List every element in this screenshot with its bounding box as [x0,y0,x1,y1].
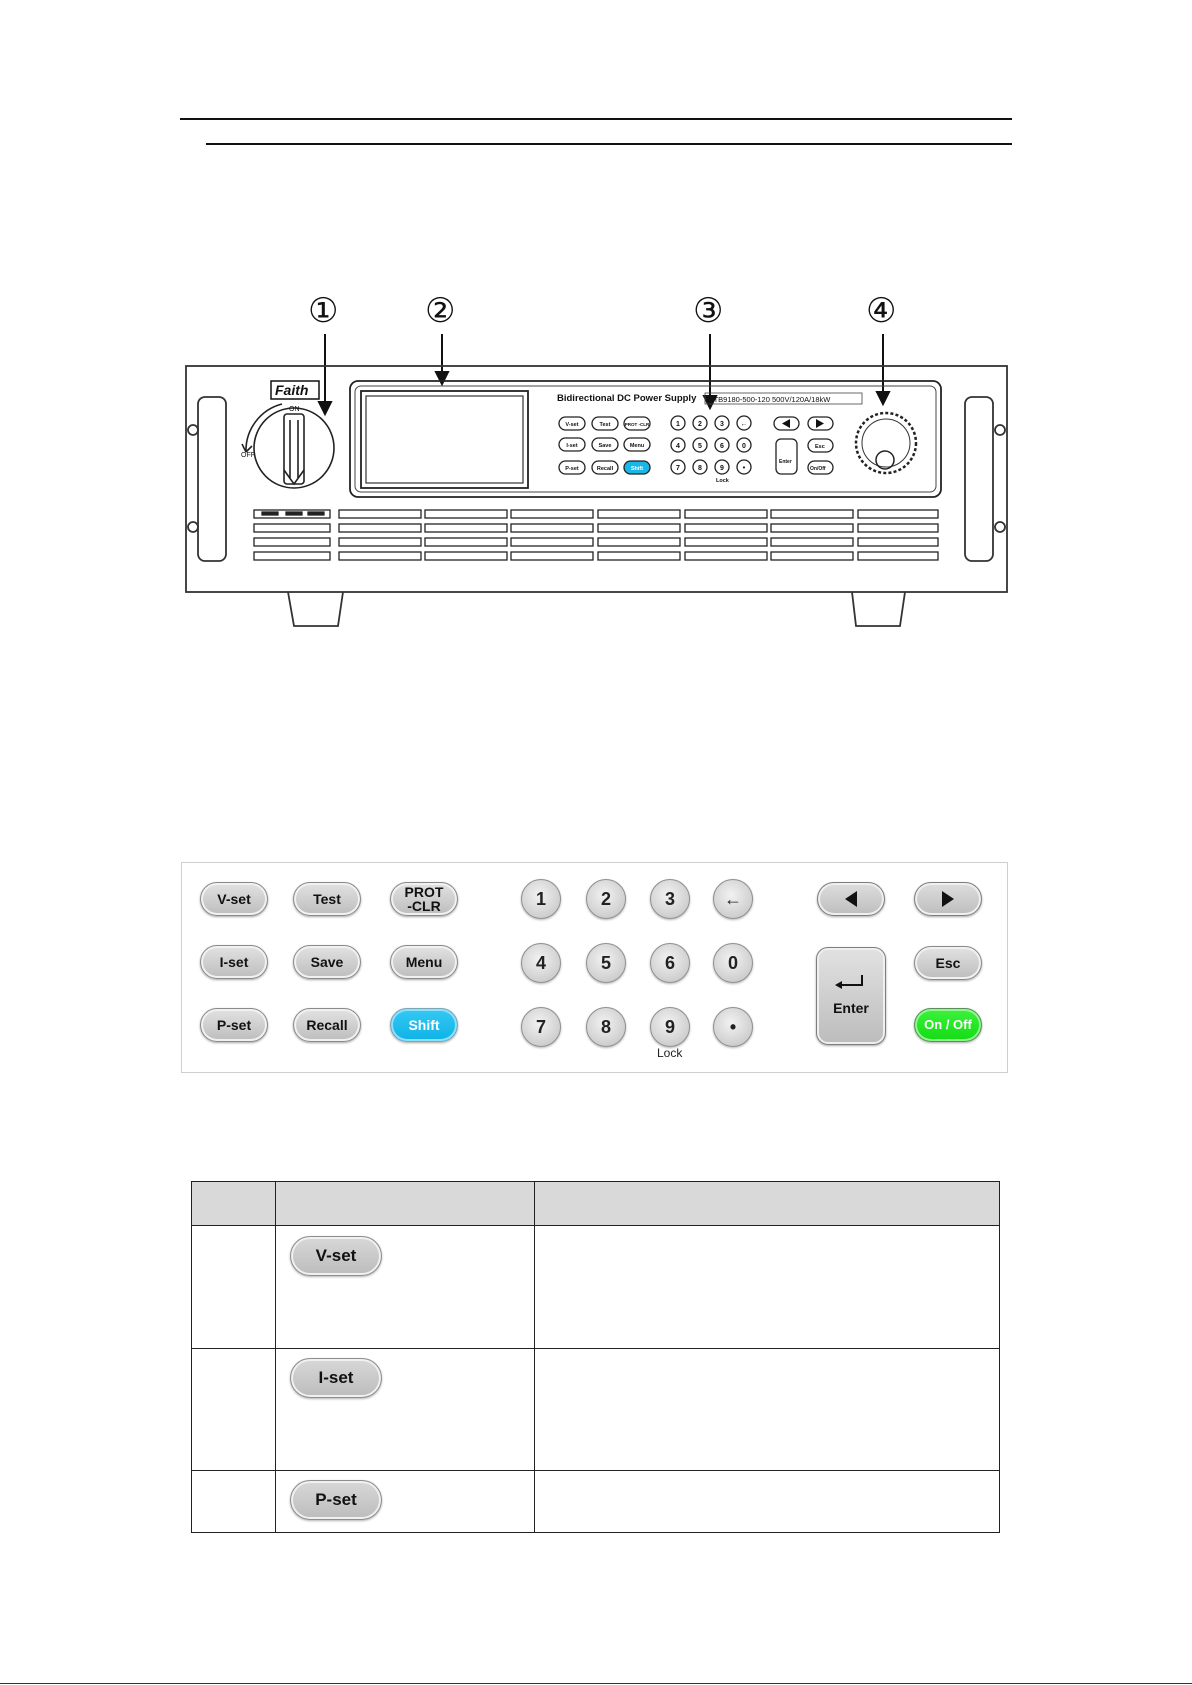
mini-key-pset: P-set [565,466,579,472]
mini-key-menu: Menu [630,443,644,449]
pset-key[interactable]: P-set [200,1008,268,1042]
num-key-3[interactable]: 3 [650,879,690,919]
num-key-8[interactable]: 8 [586,1007,626,1047]
enter-key[interactable]: Enter [816,947,886,1045]
num-key-5[interactable]: 5 [586,943,626,983]
shift-key[interactable]: Shift [390,1008,458,1042]
key-description-table [191,1181,1000,1533]
mini-num-1: 1 [676,421,680,428]
mini-num-3: 3 [720,421,724,428]
lock-label: Lock [657,1046,683,1060]
table-row [191,1225,276,1349]
num-key-7[interactable]: 7 [521,1007,561,1047]
device-title: Bidirectional DC Power Supply [557,393,697,404]
header-rule-top [180,118,1012,120]
right-arrow-icon [942,891,954,907]
mini-num-4: 4 [676,443,680,450]
save-key[interactable]: Save [293,945,361,979]
test-key[interactable]: Test [293,882,361,916]
front-panel-figure: ① ② ③ ④ Faith ON OFF Bidirect [185,292,1008,627]
callout-1: ① [308,292,338,330]
decimal-key[interactable]: • [713,1007,753,1047]
table-row-desc-cell [534,1225,1000,1349]
keypad-panel: V-set Test PROT -CLR I-set Save Menu P-s… [181,862,1008,1073]
header-rule-bottom [206,143,1012,145]
num-key-2[interactable]: 2 [586,879,626,919]
table-vset-key: V-set [290,1236,382,1276]
iset-key[interactable]: I-set [200,945,268,979]
mini-key-prot: PROT -CLR [625,422,650,427]
device-model: FTB9180-500-120 500V/120A/18kW [709,395,831,404]
mini-lock-label: Lock [716,478,730,484]
recall-key[interactable]: Recall [293,1008,361,1042]
mini-num-9: 9 [720,465,724,472]
vset-key[interactable]: V-set [200,882,268,916]
prot-clr-key[interactable]: PROT -CLR [390,882,458,916]
table-row [191,1348,276,1471]
table-row [191,1470,276,1533]
on-off-key[interactable]: On / Off [914,1008,982,1042]
switch-on-label: ON [289,406,300,413]
mini-key-iset: I-set [566,443,577,449]
menu-key[interactable]: Menu [390,945,458,979]
mini-esc-label: Esc [815,444,825,450]
mini-key-vset: V-set [565,422,578,428]
enter-icon [835,975,863,989]
mini-num-5: 5 [698,443,702,450]
table-header-col-3 [534,1181,1000,1226]
num-key-4[interactable]: 4 [521,943,561,983]
mini-num-8: 8 [698,465,702,472]
mini-num-0: 0 [742,443,746,450]
vent-grille [253,509,939,561]
enter-label: Enter [833,1000,869,1016]
num-key-6[interactable]: 6 [650,943,690,983]
mini-num-back: ← [741,421,748,428]
table-row-desc-cell [534,1470,1000,1533]
esc-key[interactable]: Esc [914,946,982,980]
table-header-col-2 [275,1181,535,1226]
mini-num-6: 6 [720,443,724,450]
mini-num-2: 2 [698,421,702,428]
switch-off-label: OFF [241,452,255,459]
table-iset-key: I-set [290,1358,382,1398]
mini-key-recall: Recall [597,466,614,472]
num-key-9[interactable]: 9 [650,1007,690,1047]
left-arrow-key[interactable] [817,882,885,916]
mini-function-keys [558,416,651,475]
mini-key-save: Save [599,443,612,449]
table-pset-key: P-set [290,1480,382,1520]
right-arrow-key[interactable] [914,882,982,916]
num-key-1[interactable]: 1 [521,879,561,919]
mini-num-7: 7 [676,465,680,472]
num-key-0[interactable]: 0 [713,943,753,983]
callout-3: ③ [693,292,723,330]
mini-onoff-label: On/Off [810,466,826,472]
mini-enter-label: Enter [779,459,792,465]
footer-rule [0,1683,1192,1684]
brand-logo: Faith [275,382,308,398]
mini-num-dot: • [743,465,746,472]
mini-key-test: Test [600,422,611,428]
table-row-desc-cell [534,1348,1000,1471]
callout-4: ④ [866,292,896,330]
callout-2: ② [425,292,455,330]
table-header-col-1 [191,1181,276,1226]
backspace-key[interactable]: ← [713,879,753,919]
left-arrow-icon [845,891,857,907]
mini-key-shift: Shift [631,466,643,472]
